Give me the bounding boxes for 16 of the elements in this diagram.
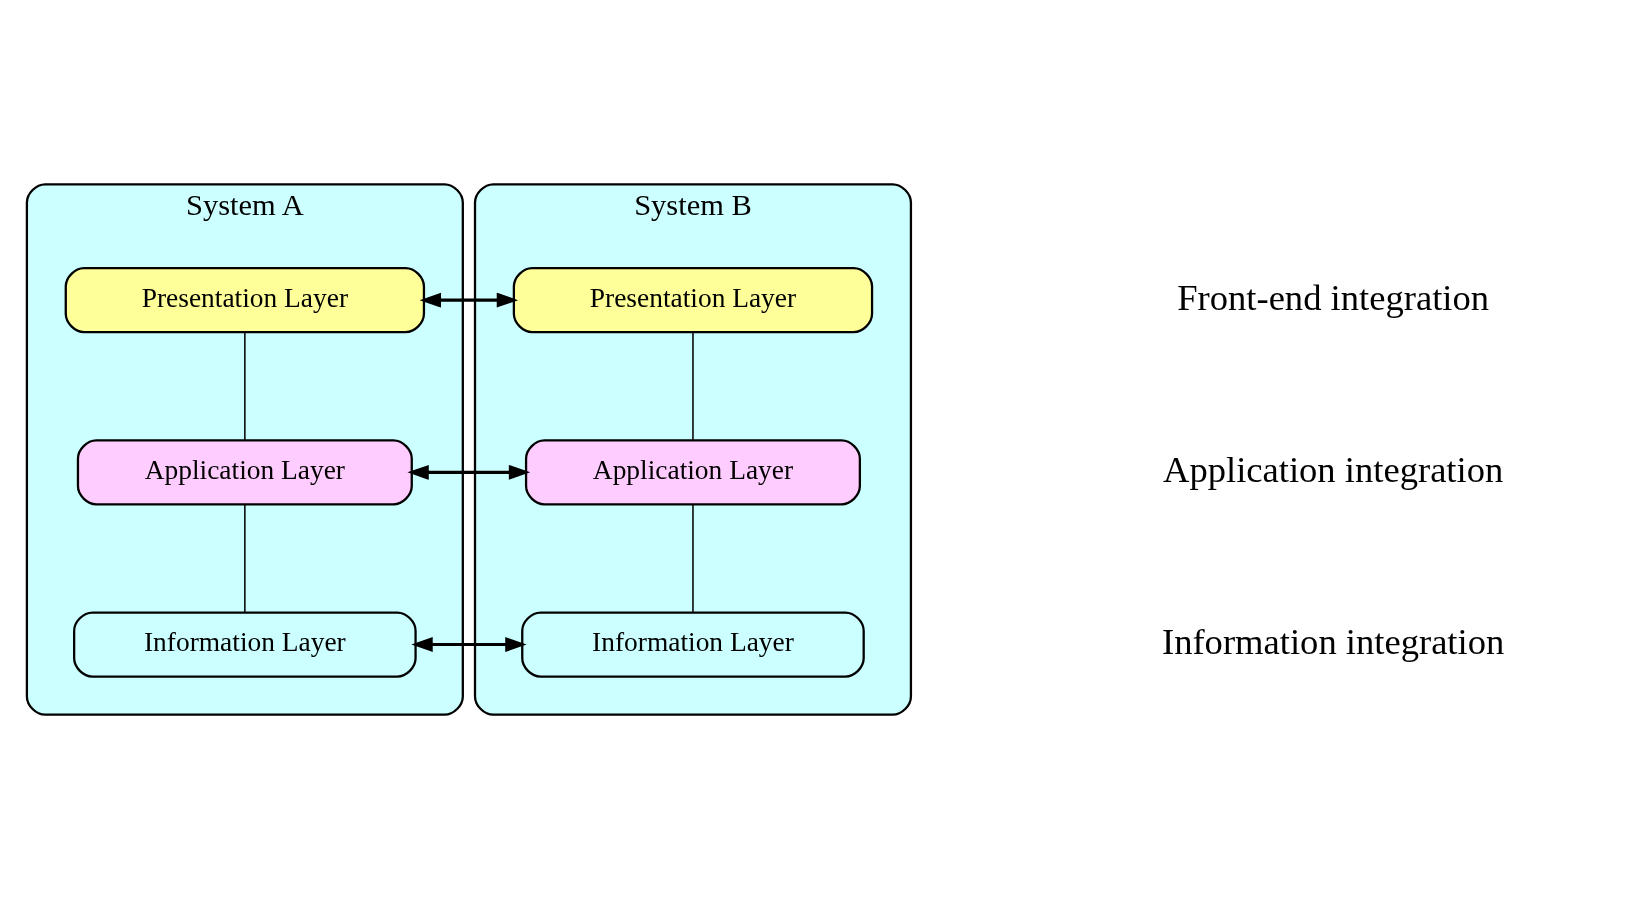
label: Information integration: [1161, 621, 1505, 663]
node-box: Application Layer: [524, 439, 861, 506]
label: Front-end integration: [1177, 276, 1490, 318]
label: Application integration: [1162, 448, 1504, 490]
node-box: Information Layer: [73, 611, 417, 678]
node-box: Information Layer: [521, 611, 865, 678]
arrow: [411, 637, 527, 653]
connector: [692, 331, 694, 441]
connector: [244, 503, 246, 613]
node-box: Application Layer: [76, 439, 413, 506]
arrow: [407, 464, 531, 480]
node-box: Presentation Layer: [512, 266, 874, 334]
node-box: Presentation Layer: [64, 266, 426, 334]
connector: [244, 331, 246, 441]
connector: [692, 503, 694, 613]
arrow: [419, 292, 519, 308]
